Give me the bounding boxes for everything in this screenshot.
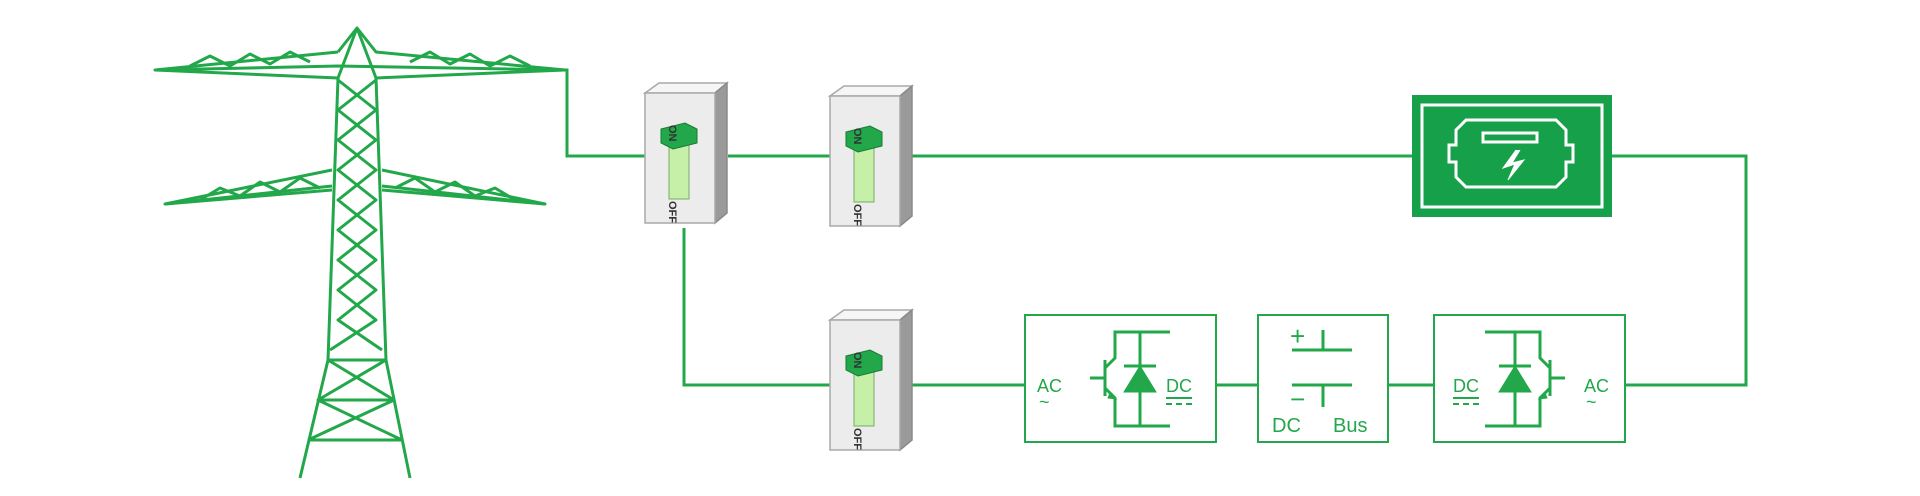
switch-off-label: OFF (851, 428, 863, 450)
rectifier-block: AC ~ DC (1024, 314, 1217, 443)
switch-on-label: ON (666, 125, 678, 142)
igbt-diode-icon (1485, 330, 1565, 428)
capacitor-icon (1292, 330, 1352, 407)
inverter-block: DC AC ~ (1433, 314, 1626, 443)
grid-feed-line (565, 68, 645, 158)
dc-bus-minus: − (1290, 384, 1305, 414)
switch-on-label: ON (851, 352, 863, 369)
igbt-diode-icon (1090, 330, 1170, 428)
rectifier-ac-wave: ~ (1039, 392, 1050, 412)
inverter-to-output-line (1612, 154, 1748, 387)
dc-bus-label-bus: Bus (1333, 415, 1367, 437)
switch-off-label: OFF (666, 201, 678, 223)
rectifier-dc-mark (1166, 397, 1192, 405)
battery-block (1412, 95, 1612, 217)
inverter-input-label: DC (1453, 376, 1479, 396)
input-breaker-switch[interactable]: ON OFF (644, 82, 728, 224)
dc-bus-block: + − DC Bus (1257, 314, 1389, 443)
battery-icon (1447, 118, 1575, 189)
transmission-tower-icon (153, 26, 567, 479)
wiring (565, 68, 1748, 387)
inverter-output-label: AC (1584, 376, 1609, 396)
rectifier-output-label: DC (1166, 376, 1192, 396)
inverter-dc-mark (1453, 397, 1479, 405)
switch-on-label: ON (851, 128, 863, 145)
dc-bus-plus: + (1290, 321, 1305, 351)
switch-off-label: OFF (851, 204, 863, 226)
rectifier-breaker-switch[interactable]: ON OFF (829, 309, 913, 451)
dc-bus-label-dc: DC (1272, 415, 1301, 437)
input-to-rectifier-branch-line (682, 228, 830, 387)
rectifier-input-label: AC (1037, 376, 1062, 396)
inverter-ac-wave: ~ (1586, 392, 1597, 412)
bypass-breaker-switch[interactable]: ON OFF (829, 85, 913, 227)
